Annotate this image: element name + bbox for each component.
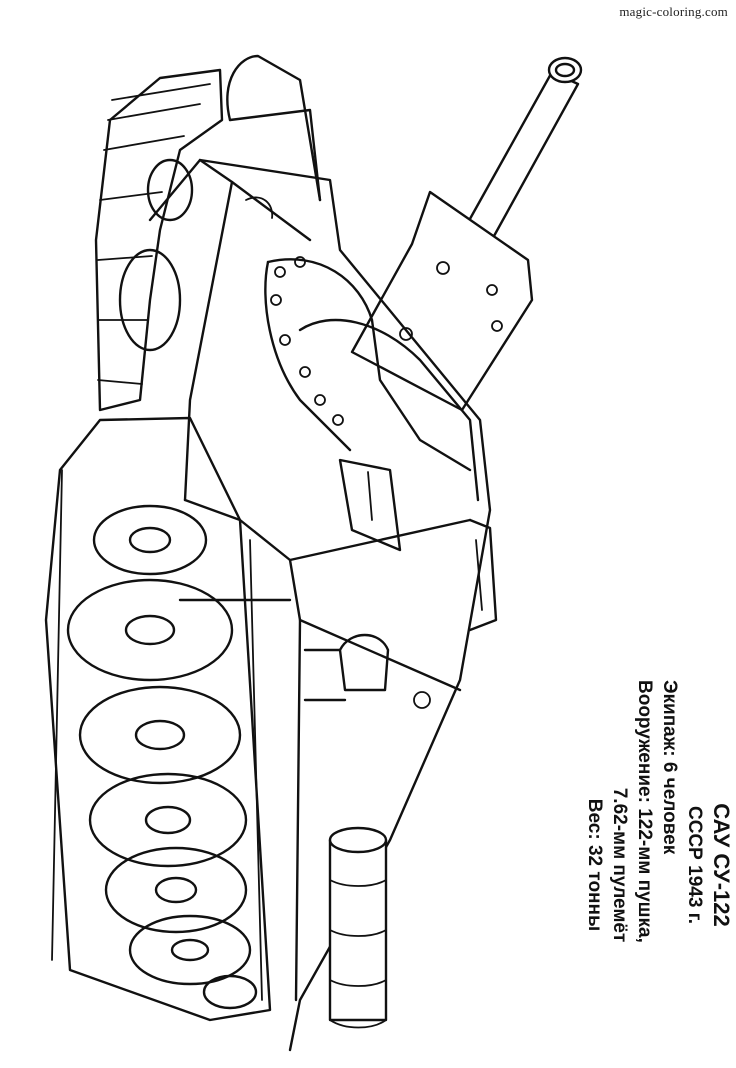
track-upper <box>94 68 224 412</box>
vehicle-caption: САУ СУ-122 СССР 1943 г. Экипаж: 6 челове… <box>582 680 735 1050</box>
caption-armament: Вооружение: 122-мм пушка, <box>634 680 655 943</box>
caption-crew: Экипаж: 6 человек <box>659 680 680 855</box>
caption-country-year: СССР 1943 г. <box>684 806 705 924</box>
caption-title: САУ СУ-122 <box>709 803 734 927</box>
site-watermark: magic-coloring.com <box>619 4 728 19</box>
track-lower <box>44 416 272 1022</box>
fuel-drums <box>328 826 388 1029</box>
gun-barrel <box>464 56 583 238</box>
caption-armament-2: 7.62-мм пулемёт <box>609 787 630 943</box>
caption-weight: Вес: 32 тонны <box>584 798 605 932</box>
